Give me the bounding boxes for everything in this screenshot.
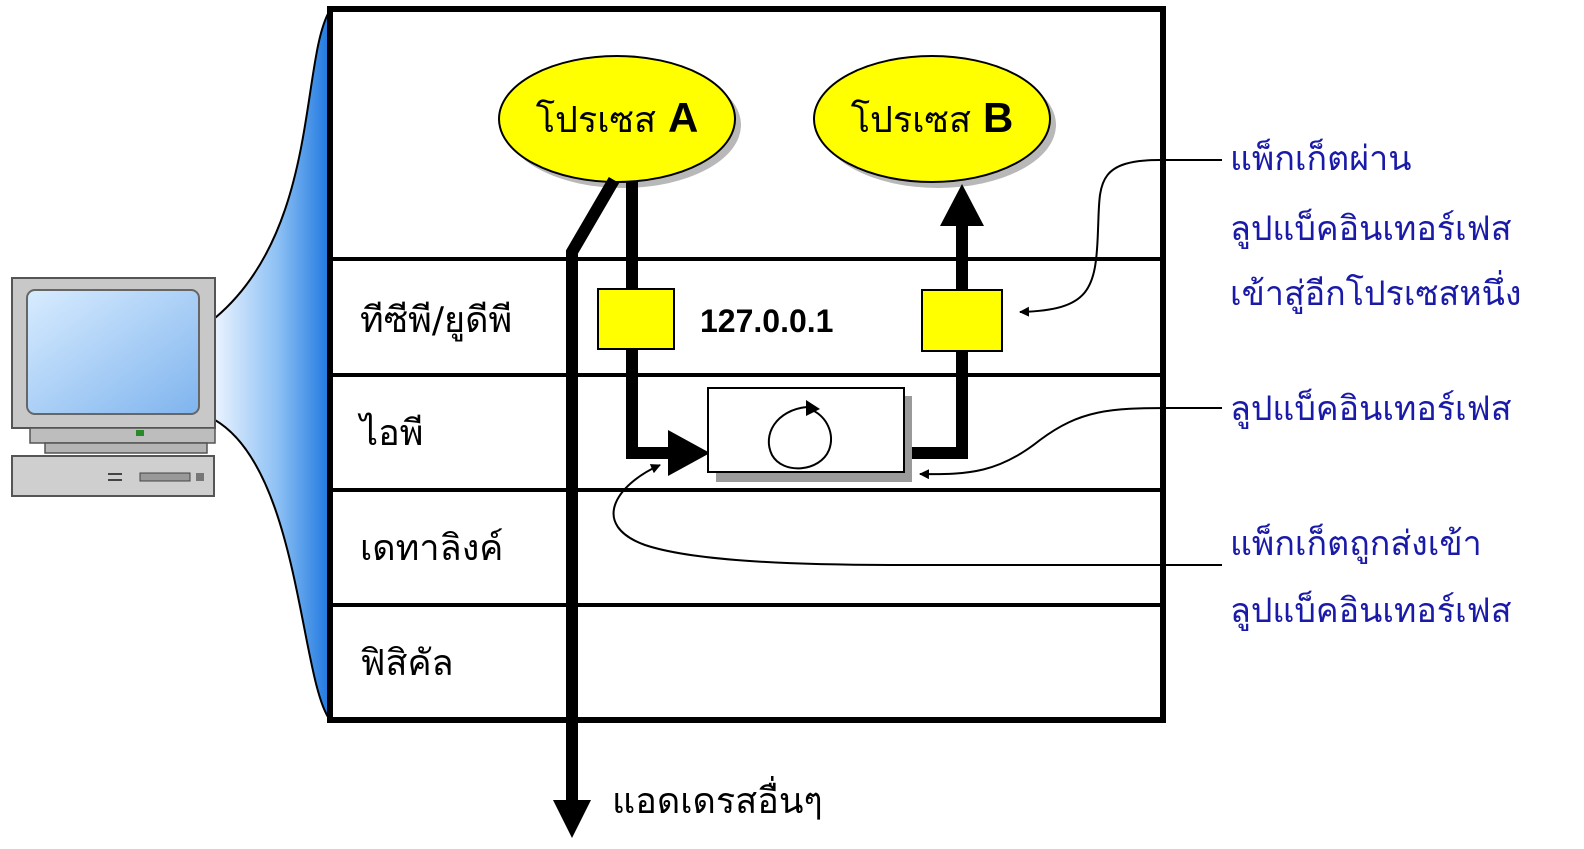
layer-label-physical: ฟิสิคัล [360,643,454,684]
callout-packet-through-line2: ลูปแบ็คอินเทอร์เฟส [1230,208,1512,249]
computer-icon [11,277,216,497]
callout-packet-through-line3: เข้าสู่อีกโปรเซสหนึ่ง [1230,270,1522,314]
other-address-path [553,176,620,838]
port-box-b [921,289,1003,352]
callout-packet-sent-line1: แพ็กเก็ตถูกส่งเข้า [1230,523,1482,564]
callout-packet-sent-line2: ลูปแบ็คอินเทอร์เฟส [1230,590,1512,631]
callout-packet-through-line1: แพ็กเก็ตผ่าน [1230,138,1411,179]
callout-loopback-interface: ลูปแบ็คอินเทอร์เฟส [1230,388,1512,429]
loopback-address-label: 127.0.0.1 [700,303,833,339]
loop-arrow-icon [767,400,832,470]
other-addresses-label: แอดเดรสอื่นๆ [612,776,823,822]
loopback-interface-box [707,387,912,482]
computer-expansion-panel [214,9,331,721]
layer-label-ip: ไอพี [357,412,423,454]
layer-label-datalink: เดทาลิงค์ [360,528,503,569]
port-box-a [597,288,675,350]
callout-connectors [612,159,1222,566]
layer-label-transport: ทีซีพี/ยูดีพี [360,300,512,342]
